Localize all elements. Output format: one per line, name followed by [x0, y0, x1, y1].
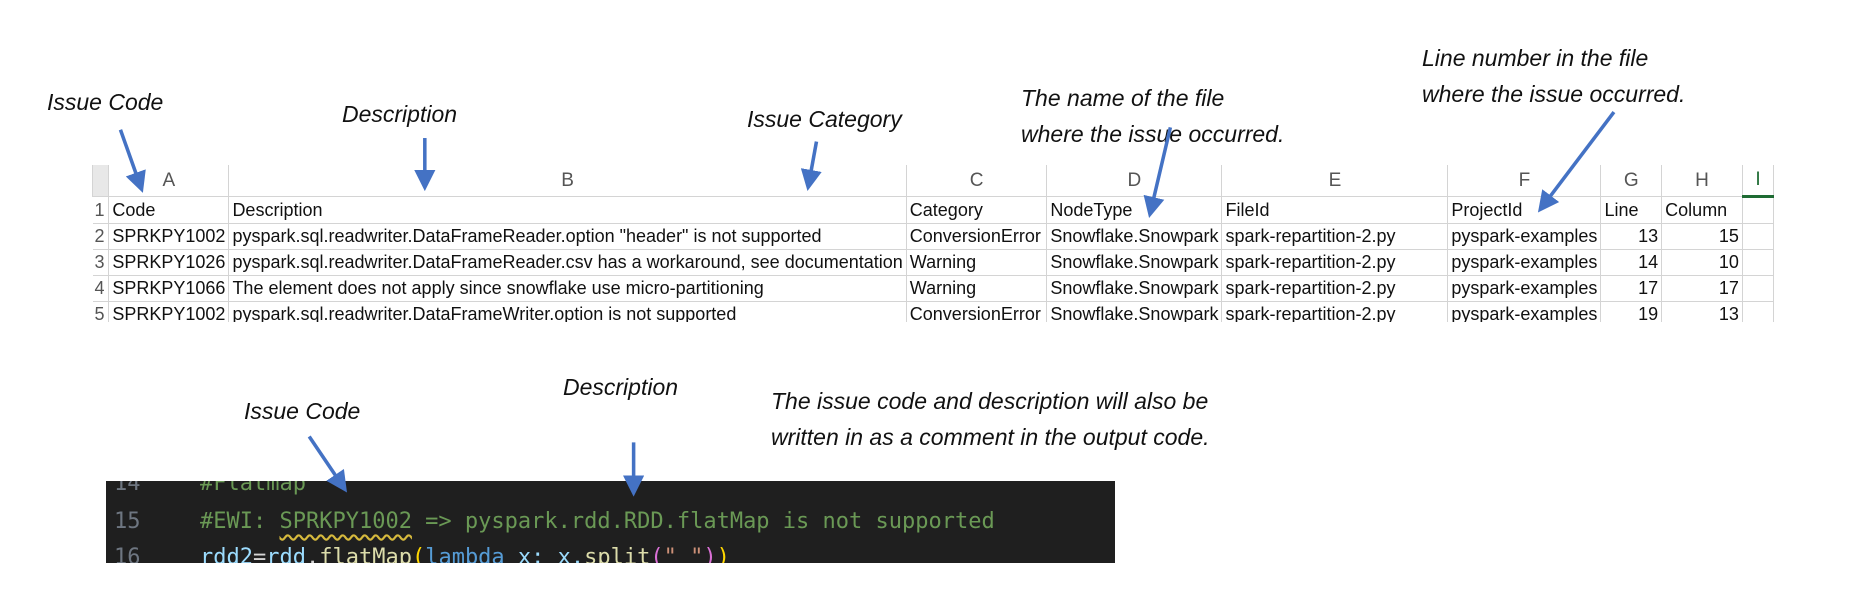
code-editor[interactable]: 14 #Flatmap 15 #EWI: SPRKPY1002 => pyspa… [106, 481, 1115, 563]
cell[interactable]: pyspark-examples [1447, 249, 1602, 276]
arrow-issue-category [800, 141, 822, 191]
column-header-h[interactable]: H [1661, 165, 1743, 197]
ewi-prefix: #EWI: [200, 509, 280, 534]
cell[interactable]: SPRKPY1026 [108, 249, 230, 276]
cell[interactable]: spark-repartition-2.py [1221, 301, 1449, 322]
column-header-e[interactable]: E [1221, 165, 1449, 197]
line-number: 15 [114, 509, 141, 534]
token: split [584, 545, 651, 563]
annotation-comment-note-line1: The issue code and description will also… [771, 388, 1209, 414]
annotation-file-name: The name of the file where the issue occ… [1021, 80, 1284, 152]
spreadsheet: A B C D E F G H I 1 Code Description Cat… [92, 165, 1774, 322]
token: ) [716, 545, 730, 563]
token: lambda [425, 545, 505, 563]
code-statement: rdd2=rdd.flatMap(lambda x: x.split(" ")) [200, 545, 730, 563]
line-number: 14 [114, 481, 141, 496]
cell-empty[interactable] [1741, 249, 1774, 276]
cell[interactable]: spark-repartition-2.py [1221, 249, 1449, 276]
cell[interactable]: The element does not apply since snowfla… [228, 275, 907, 302]
cell[interactable]: Snowflake.Snowpark [1046, 275, 1223, 302]
cell[interactable]: pyspark-examples [1447, 301, 1602, 322]
cell[interactable]: 13 [1661, 301, 1743, 322]
cell[interactable]: 15 [1661, 223, 1743, 250]
row-number[interactable]: 5 [92, 301, 110, 322]
cell-empty[interactable] [1741, 275, 1774, 302]
cell[interactable]: ConversionError [905, 301, 1048, 322]
column-header-f[interactable]: F [1447, 165, 1602, 197]
cell[interactable]: Snowflake.Snowpark [1046, 249, 1223, 276]
token: flatMap [319, 545, 412, 563]
column-header-g[interactable]: G [1600, 165, 1663, 197]
token: x: x. [504, 545, 585, 563]
cell-header-fileid[interactable]: FileId [1221, 196, 1449, 224]
annotation-bottom-description: Description [563, 374, 679, 400]
arrow-bottom-issue-code [307, 435, 347, 493]
cell-empty[interactable] [1741, 301, 1774, 322]
cell[interactable]: ConversionError [905, 223, 1048, 250]
cell-empty[interactable] [1741, 223, 1774, 250]
cell[interactable]: pyspark.sql.readwriter.DataFrameReader.o… [228, 223, 907, 250]
token: ( [411, 545, 426, 563]
column-header-row: A B C D E F G H I [92, 165, 1774, 198]
cell-header-column[interactable]: Column [1661, 196, 1743, 224]
cell-header-description[interactable]: Description [228, 196, 907, 224]
cell[interactable]: spark-repartition-2.py [1221, 275, 1449, 302]
column-header-i[interactable]: I [1741, 165, 1774, 198]
issue-code-squiggle[interactable]: SPRKPY1002 [279, 509, 412, 534]
annotation-line-number-line2: where the issue occurred. [1422, 81, 1686, 107]
cell[interactable]: pyspark-examples [1447, 275, 1602, 302]
column-header-b[interactable]: B [228, 165, 907, 197]
cell[interactable]: pyspark.sql.readwriter.DataFrameReader.c… [228, 249, 907, 276]
token: rdd2 [200, 545, 253, 563]
arrow-line-number [1537, 111, 1616, 213]
annotation-description: Description [342, 101, 458, 127]
arrow-file-name [1143, 127, 1173, 218]
column-header-d[interactable]: D [1046, 165, 1223, 197]
ewi-comment: #EWI: SPRKPY1002 => pyspark.rdd.RDD.flat… [200, 509, 995, 534]
header-row: 1 Code Description Category NodeType Fil… [92, 196, 1774, 224]
annotation-issue-category: Issue Category [747, 106, 902, 132]
annotation-issue-code: Issue Code [47, 89, 164, 115]
arrow-issue-code [118, 129, 146, 193]
cell[interactable]: SPRKPY1066 [108, 275, 230, 302]
cell[interactable]: spark-repartition-2.py [1221, 223, 1449, 250]
token: = [252, 545, 267, 563]
annotation-file-name-line2: where the issue occurred. [1021, 121, 1285, 147]
annotation-file-name-line1: The name of the file [1021, 85, 1225, 111]
column-header-c[interactable]: C [905, 165, 1048, 197]
token: ) [703, 545, 717, 563]
token: ( [650, 545, 664, 563]
cell[interactable]: 17 [1600, 275, 1663, 302]
annotation-comment-note-line2: written in as a comment in the output co… [771, 424, 1210, 450]
comment: #Flatmap [200, 481, 306, 496]
annotation-line-number: Line number in the file where the issue … [1422, 40, 1685, 112]
cell[interactable]: SPRKPY1002 [108, 223, 230, 250]
cell-header-category[interactable]: Category [905, 196, 1048, 224]
token: rdd [266, 545, 306, 563]
annotation-bottom-issue-code: Issue Code [244, 398, 361, 424]
cell[interactable]: pyspark.sql.readwriter.DataFrameWriter.o… [228, 301, 907, 322]
ewi-description: => pyspark.rdd.RDD.flatMap is not suppor… [411, 509, 995, 534]
select-all-corner[interactable] [92, 165, 110, 197]
line-number: 16 [114, 545, 141, 563]
token: " " [663, 545, 704, 563]
cell[interactable]: Snowflake.Snowpark [1046, 301, 1223, 322]
annotation-line-number-line1: Line number in the file [1422, 45, 1649, 71]
cell[interactable]: SPRKPY1002 [108, 301, 230, 322]
token: . [305, 545, 320, 563]
annotation-comment-note: The issue code and description will also… [771, 383, 1210, 455]
